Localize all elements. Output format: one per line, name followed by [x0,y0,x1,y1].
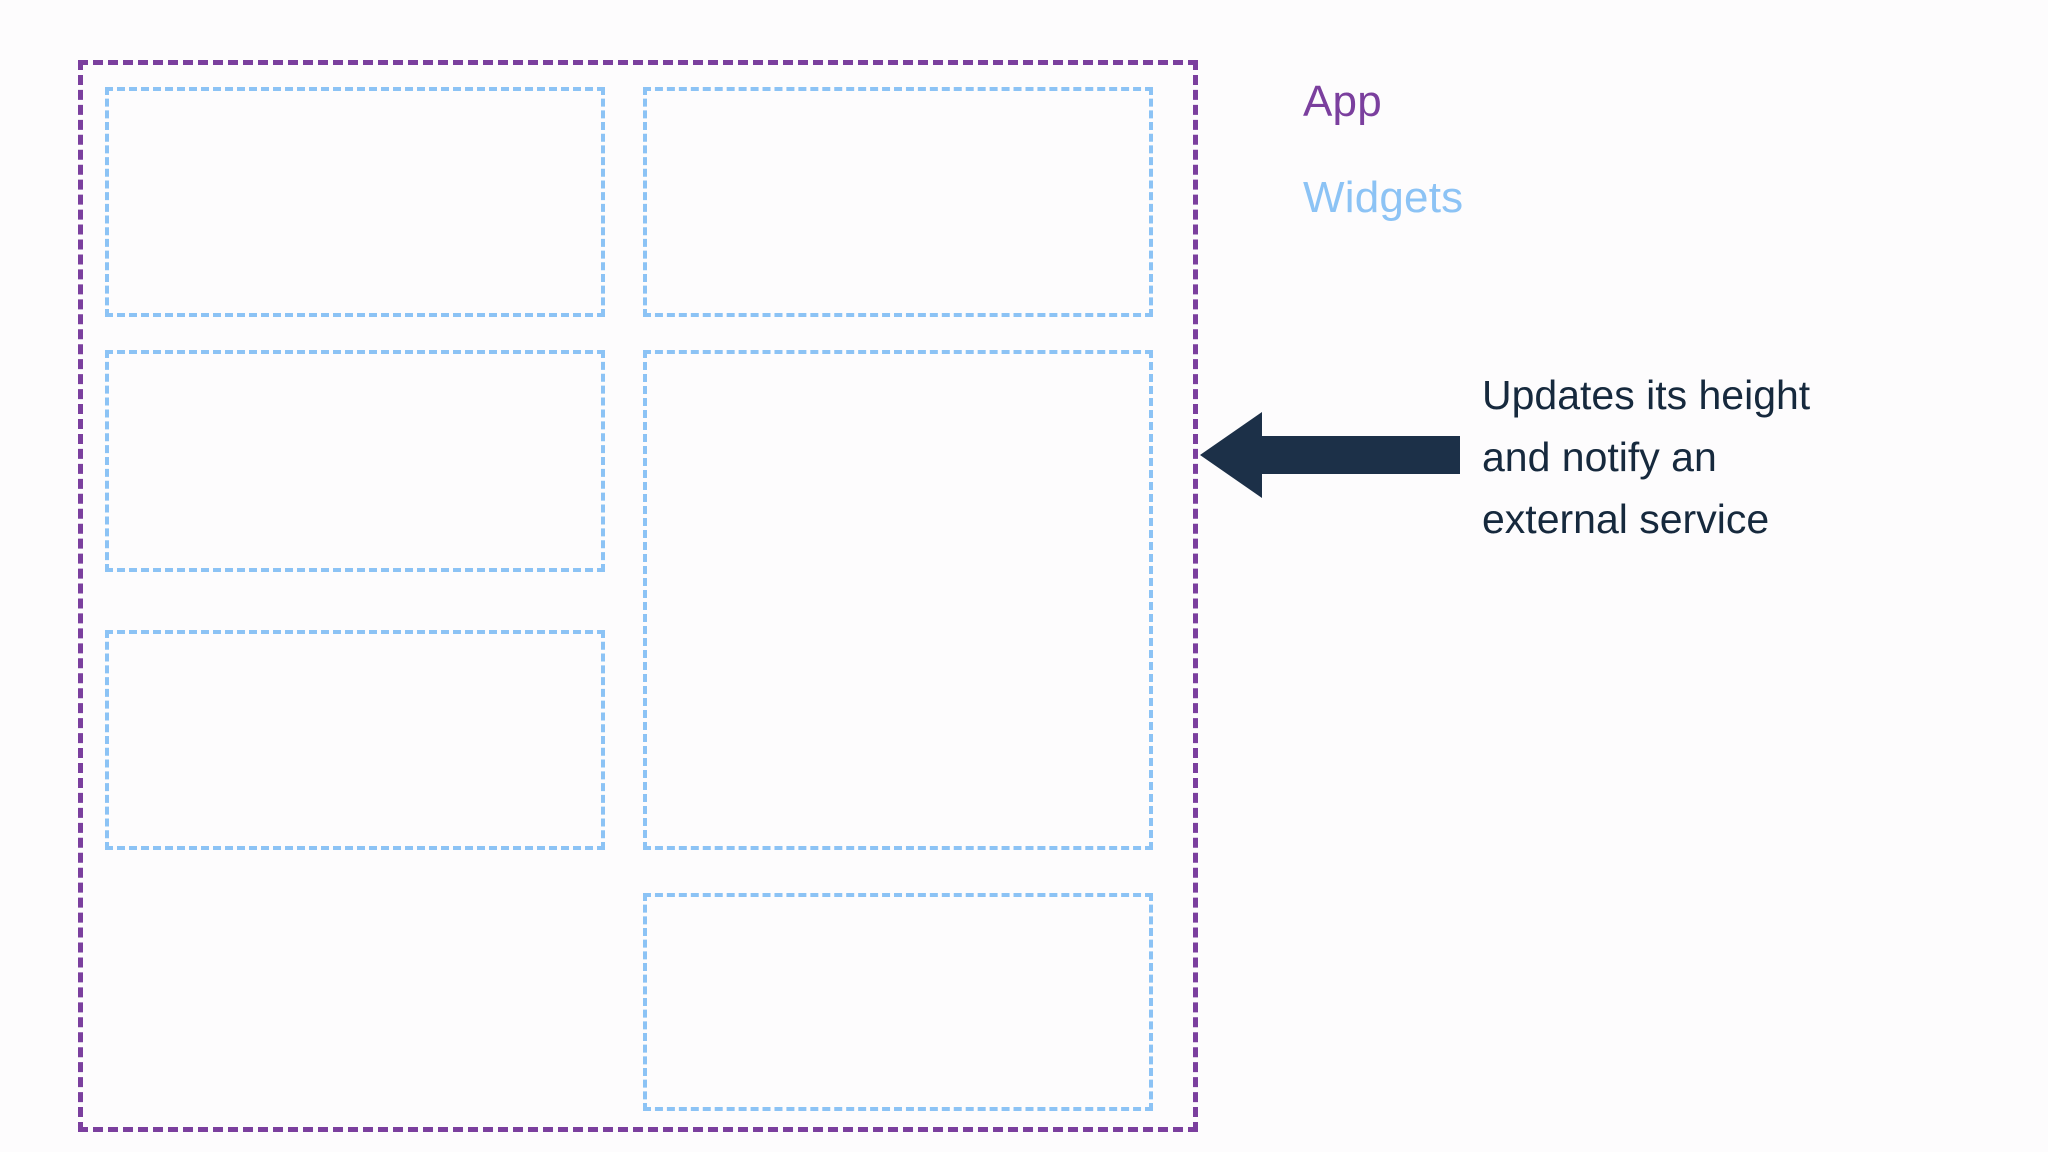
widget-box-top-left [105,87,605,317]
annotation-line-1: Updates its height [1482,372,1811,418]
legend-label-app: App [1303,77,1382,126]
left-arrow-icon [1200,410,1460,500]
legend-label-widgets: Widgets [1303,173,1464,222]
widget-box-tall-right [643,350,1153,850]
annotation-text: Updates its height and notify an externa… [1482,364,1952,550]
widget-box-top-right [643,87,1153,317]
widget-box-lower-left [105,630,605,850]
app-container [78,60,1198,1132]
legend: App Widgets [1303,80,1723,220]
widget-box-mid-left [105,350,605,572]
annotation-line-3: external service [1482,496,1770,542]
annotation-line-2: and notify an [1482,434,1717,480]
widget-box-bottom-right [643,893,1153,1111]
